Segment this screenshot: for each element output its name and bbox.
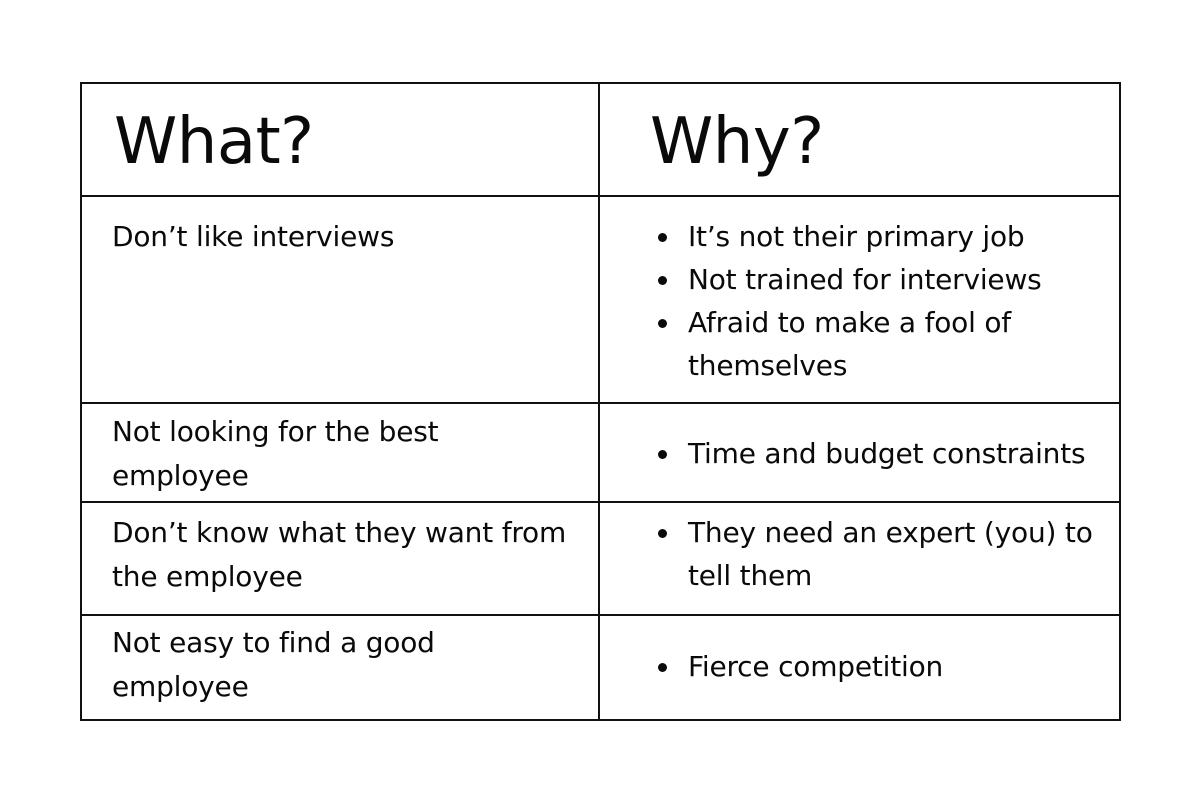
row-2-what: Not looking for the best employee	[112, 415, 439, 492]
row-2-what-cell: Not looking for the best employee	[82, 404, 600, 503]
header-what: What?	[114, 105, 314, 179]
list-item: They need an expert (you) to tell them	[650, 511, 1109, 597]
row-1-why-list: It’s not their primary job Not trained f…	[650, 215, 1109, 387]
row-4-what-cell: Not easy to find a good employee	[82, 616, 600, 719]
list-item: It’s not their primary job	[650, 215, 1109, 258]
row-3-why-list: They need an expert (you) to tell them	[650, 511, 1109, 597]
header-why-cell: Why?	[600, 84, 1119, 197]
header-why: Why?	[650, 105, 824, 179]
what-why-table: What? Why? Don’t like interviews It’s no…	[80, 82, 1121, 721]
list-item: Fierce competition	[650, 645, 1109, 688]
row-1-why-cell: It’s not their primary job Not trained f…	[600, 197, 1119, 404]
row-4-why-list: Fierce competition	[650, 645, 1109, 688]
header-what-cell: What?	[82, 84, 600, 197]
list-item: Not trained for interviews	[650, 258, 1109, 301]
row-1-what-cell: Don’t like interviews	[82, 197, 600, 404]
list-item: Time and budget constraints	[650, 432, 1109, 475]
list-item: Afraid to make a fool of themselves	[650, 301, 1109, 387]
row-2-why-list: Time and budget constraints	[650, 432, 1109, 475]
row-4-why-cell: Fierce competition	[600, 616, 1119, 719]
row-3-why-cell: They need an expert (you) to tell them	[600, 503, 1119, 616]
row-3-what-cell: Don’t know what they want from the emplo…	[82, 503, 600, 616]
row-3-what: Don’t know what they want from the emplo…	[112, 516, 567, 593]
row-1-what: Don’t like interviews	[112, 220, 395, 253]
row-4-what: Not easy to find a good employee	[112, 626, 435, 703]
row-2-why-cell: Time and budget constraints	[600, 404, 1119, 503]
